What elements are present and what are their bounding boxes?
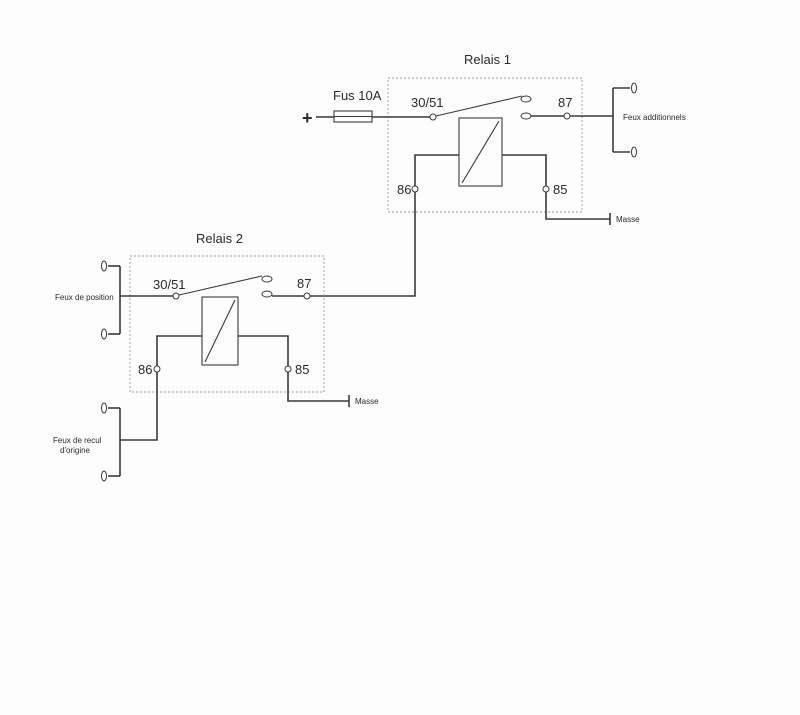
relay-1-ground-wire [545, 192, 610, 220]
relay-2-to-relay-1-wire [310, 192, 416, 297]
relay-2-coil-wire-85 [238, 335, 289, 366]
relay-2-pin-87 [303, 292, 311, 300]
relay-1-pin-30-51-label: 30/51 [411, 95, 444, 110]
position-lamp-1-icon [101, 260, 107, 272]
lamp-1-icon [631, 82, 637, 94]
relay-1-nc-contact [520, 95, 532, 103]
relay-1-pin-85-label: 85 [553, 182, 567, 197]
relay-2-pin-30-51 [172, 292, 180, 300]
relay-2-pin-85 [284, 365, 292, 373]
relay-2-nc-contact [261, 275, 273, 283]
relay-1: Relais 1 + Fus 10A 30/51 87 Feux additio… [302, 52, 686, 225]
relay-1-ground-label: Masse [616, 215, 640, 224]
relay-2-pin-85-label: 85 [295, 362, 309, 377]
reverse-input-wire [120, 372, 158, 441]
relay-1-pin-86 [411, 185, 419, 193]
relay-2-pin-86 [153, 365, 161, 373]
reverse-lamp-1-icon [101, 402, 107, 414]
relay-1-pin-85 [542, 185, 550, 193]
relay-1-switch-arm [435, 95, 523, 117]
relay-1-pin-87 [563, 112, 571, 120]
relay-2-pin-86-label: 86 [138, 362, 152, 377]
relay-1-coil-wire-85 [502, 154, 547, 186]
relay-1-title: Relais 1 [464, 52, 511, 67]
lamp-2-icon [631, 146, 637, 158]
reverse-lamps-label-line1: Feux de recul [53, 436, 102, 445]
fuse-label: Fus 10A [333, 88, 382, 103]
positive-terminal-symbol: + [302, 108, 313, 128]
relay-2-no-contact [261, 290, 273, 298]
relay-2-coil-diagonal [204, 299, 236, 363]
relay-2-coil-wire-86 [156, 335, 202, 366]
reverse-lamps-label-line2: d'origine [60, 446, 91, 455]
relay-2-coil [201, 296, 239, 366]
relay-1-no-contact [520, 112, 532, 120]
position-lamp-2-icon [101, 328, 107, 340]
output-lamps-label: Feux additionnels [623, 113, 686, 122]
relay-2-pin-30-51-label: 30/51 [153, 277, 186, 292]
relay-1-box [387, 77, 583, 213]
relay-2-title: Relais 2 [196, 231, 243, 246]
reverse-lamp-2-icon [101, 470, 107, 482]
relay-2-switch-arm [178, 275, 263, 296]
position-lamps-label: Feux de position [55, 293, 114, 302]
relay-2: Relais 2 Feux de position 30/51 87 86 85… [53, 231, 379, 482]
relay-2-ground-label: Masse [355, 397, 379, 406]
relay-2-box [129, 255, 325, 393]
relay-1-pin-30-51 [429, 113, 437, 121]
relay-1-coil [458, 117, 503, 187]
relay-1-pin-87-label: 87 [558, 95, 572, 110]
relay-1-coil-diagonal [461, 120, 500, 184]
relay-2-ground-wire [287, 372, 349, 402]
relay-1-pin-86-label: 86 [397, 182, 411, 197]
relay-1-coil-wire-86 [414, 154, 459, 186]
relay-2-pin-87-label: 87 [297, 276, 311, 291]
